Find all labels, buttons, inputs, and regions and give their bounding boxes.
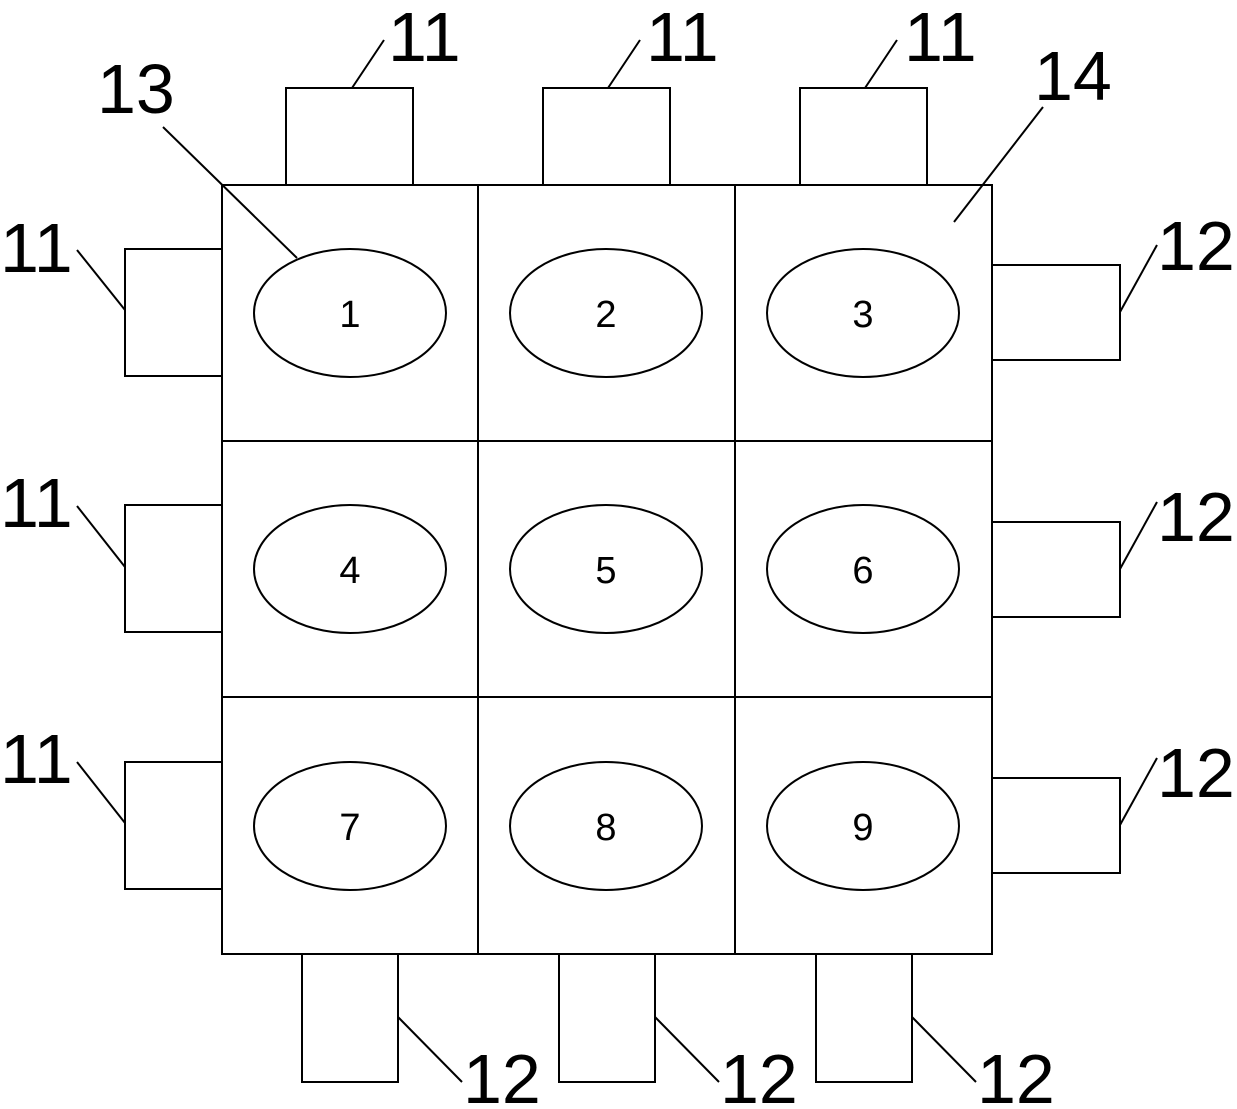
- leader-line: [76, 761, 126, 824]
- reference-label: 11: [0, 720, 73, 798]
- leader-line: [953, 106, 1044, 223]
- top-port-box: [799, 87, 928, 186]
- leader-line: [654, 1016, 720, 1083]
- bottom-port-box: [301, 953, 399, 1083]
- right-port-box: [991, 777, 1121, 874]
- bottom-port-box: [558, 953, 656, 1083]
- leader-line: [162, 126, 298, 259]
- cell-ellipse: [509, 504, 703, 634]
- reference-label: 11: [904, 0, 977, 76]
- leader-line: [1119, 244, 1158, 313]
- cell-number: 2: [595, 294, 616, 336]
- reference-label: 13: [97, 50, 175, 128]
- reference-label: 11: [0, 209, 73, 287]
- cell-number: 7: [339, 807, 360, 849]
- right-port-box: [991, 521, 1121, 618]
- reference-label: 12: [1157, 207, 1235, 285]
- cell-ellipse: [509, 248, 703, 378]
- reference-label: 12: [720, 1040, 798, 1109]
- leader-line: [911, 1016, 977, 1083]
- cell-ellipse: [766, 504, 960, 634]
- leader-line: [351, 39, 385, 89]
- cell-ellipse: [253, 248, 447, 378]
- reference-label: 12: [463, 1040, 541, 1109]
- cell-number: 3: [852, 294, 873, 336]
- grid-body: [221, 184, 993, 955]
- left-port-box: [124, 248, 223, 377]
- left-port-box: [124, 504, 223, 633]
- leader-line: [1119, 501, 1158, 570]
- leader-line: [607, 39, 641, 89]
- cell-ellipse: [253, 504, 447, 634]
- leader-line: [1119, 757, 1158, 826]
- cell-number: 4: [339, 550, 360, 592]
- cell-number: 6: [852, 550, 873, 592]
- leader-line: [76, 505, 126, 568]
- cell-ellipse: [509, 761, 703, 891]
- reference-label: 12: [1157, 734, 1235, 812]
- reference-label: 14: [1034, 37, 1112, 115]
- cell-number: 9: [852, 807, 873, 849]
- leader-line: [76, 249, 126, 311]
- cell-number: 5: [595, 550, 616, 592]
- bottom-port-box: [815, 953, 913, 1083]
- reference-label: 12: [977, 1040, 1055, 1109]
- top-port-box: [285, 87, 414, 186]
- cell-number: 8: [595, 807, 616, 849]
- cell-ellipse: [766, 248, 960, 378]
- reference-label: 11: [388, 0, 461, 76]
- cell-ellipse: [253, 761, 447, 891]
- reference-label: 11: [646, 0, 719, 76]
- reference-label: 11: [0, 464, 73, 542]
- leader-line: [864, 39, 898, 89]
- reference-label: 12: [1157, 478, 1235, 556]
- cell-ellipse: [766, 761, 960, 891]
- top-port-box: [542, 87, 671, 186]
- left-port-box: [124, 761, 223, 890]
- leader-line: [397, 1016, 463, 1083]
- cell-number: 1: [339, 294, 360, 336]
- right-port-box: [991, 264, 1121, 361]
